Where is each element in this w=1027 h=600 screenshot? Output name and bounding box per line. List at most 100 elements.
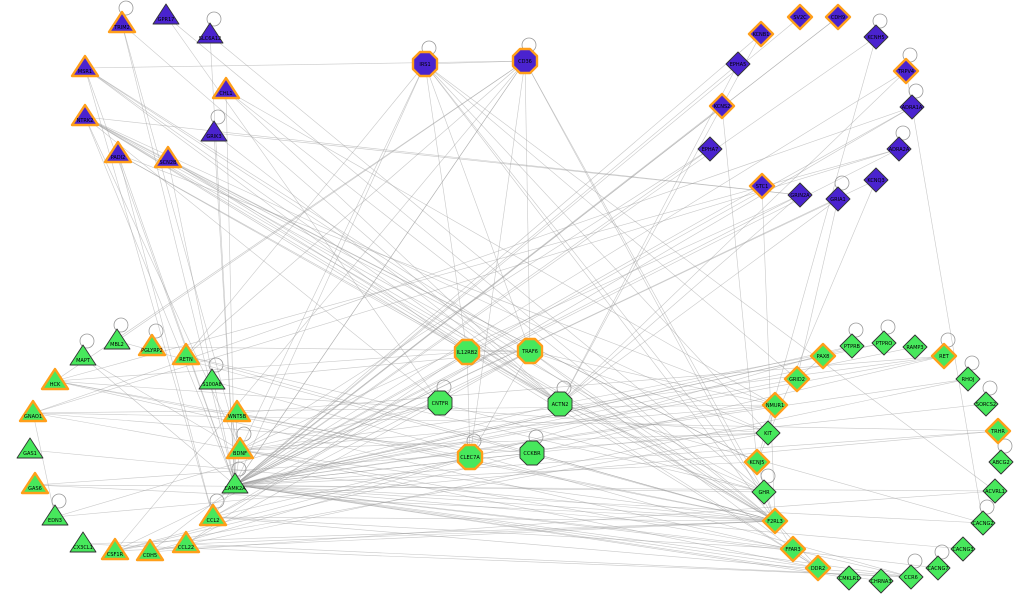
- edge-GAS1-F2RL3[interactable]: [29, 449, 776, 522]
- edge-CD36-CSF1R[interactable]: [114, 60, 526, 552]
- edge-CAMK2A-CACNG2[interactable]: [234, 484, 984, 524]
- edge-TRPV4-ACTN2[interactable]: [559, 70, 907, 405]
- edge-TRPV4-CAMK2A[interactable]: [234, 70, 907, 486]
- edge-CAMK2A-SORCS2[interactable]: [234, 403, 987, 486]
- edge-GAS6-ACVRL1[interactable]: [34, 484, 996, 492]
- edge-BDNF-F2RL3[interactable]: [239, 449, 776, 522]
- node-RAMP3[interactable]: [902, 334, 928, 360]
- edge-CCL2-CCR6[interactable]: [212, 516, 912, 578]
- node-ACVRL1[interactable]: [982, 478, 1008, 504]
- edge-ACTN2-DDR2[interactable]: [559, 403, 819, 569]
- node-MBL2[interactable]: [103, 328, 131, 350]
- edge-CSF1R-KIT[interactable]: [114, 432, 769, 552]
- edge-HCK-F2RL3[interactable]: [54, 380, 776, 522]
- edge-STC1-CAMK2A[interactable]: [234, 185, 763, 486]
- edge-CHL1-F2RL3[interactable]: [225, 89, 776, 522]
- edge-PADI2-ACTN2[interactable]: [117, 153, 561, 405]
- edge-GRIN2A-BDNF[interactable]: [239, 194, 801, 451]
- edge-NTRK2-F2RL3[interactable]: [84, 116, 776, 522]
- node-SV2C[interactable]: [786, 3, 814, 31]
- node-S100A8[interactable]: [198, 368, 226, 390]
- edge-RETN-F2RL3[interactable]: [185, 355, 776, 522]
- node-NMUR1[interactable]: [761, 391, 789, 419]
- node-TRPV4[interactable]: [892, 57, 920, 85]
- edge-CCL22-CCR6[interactable]: [185, 543, 912, 578]
- edge-GPR17-F2RL3[interactable]: [165, 15, 776, 522]
- node-ABCG2[interactable]: [988, 449, 1014, 475]
- edge-PADI2-CCL2[interactable]: [117, 153, 214, 518]
- edge-HCK-KIT[interactable]: [54, 380, 769, 434]
- node-TRHR[interactable]: [984, 417, 1012, 445]
- edge-MSR1-F2RL3[interactable]: [84, 67, 776, 522]
- edge-MSR1-CCL2[interactable]: [84, 67, 214, 518]
- edge-IRS1-F2RL3[interactable]: [424, 63, 776, 522]
- edge-ACTN2-CAMK2A[interactable]: [234, 403, 561, 486]
- edge-CAMK2A-FFAR3[interactable]: [234, 484, 794, 550]
- edge-KCNS2-CAMK2A[interactable]: [234, 105, 723, 486]
- edge-TRIM2-BDNF[interactable]: [121, 23, 241, 451]
- node-CCKBR[interactable]: [519, 440, 545, 466]
- edge-SCN2B-KCNJ5[interactable]: [167, 158, 758, 463]
- node-CACNG3[interactable]: [950, 536, 976, 562]
- edge-BDNF-KIT[interactable]: [239, 432, 769, 451]
- edge-IRS1-BDNF[interactable]: [239, 63, 426, 451]
- edge-TRAF6-NMUR1[interactable]: [529, 350, 776, 406]
- node-KCNB1[interactable]: [747, 20, 775, 48]
- edge-GNAO1-TRHR[interactable]: [32, 412, 999, 432]
- edge-BDNF-RET[interactable]: [239, 355, 945, 451]
- edge-CD36-HCK[interactable]: [54, 60, 526, 382]
- node-ADRA1A[interactable]: [899, 94, 925, 120]
- node-RETN[interactable]: [171, 342, 201, 366]
- edge-NTRK2-KIT[interactable]: [84, 116, 769, 434]
- node-KCNS2[interactable]: [708, 92, 736, 120]
- edge-GRIA1-GRID2[interactable]: [796, 198, 839, 380]
- edge-MAPT-BDNF[interactable]: [82, 356, 241, 451]
- edge-NTRK2-TRAF6[interactable]: [84, 116, 531, 352]
- node-CNTFR[interactable]: [427, 390, 453, 416]
- node-EPHA7[interactable]: [697, 136, 723, 162]
- edge-CAMK2A-CACNG3[interactable]: [234, 484, 964, 550]
- edge-CAMK2A-TRHR[interactable]: [234, 430, 999, 486]
- node-KCNH5[interactable]: [863, 24, 889, 50]
- node-PTPRO[interactable]: [871, 330, 897, 356]
- node-EDN3[interactable]: [41, 504, 69, 526]
- edge-TRAF6-CCL22[interactable]: [185, 350, 531, 545]
- edge-WNT5B-F2RL3[interactable]: [236, 412, 776, 522]
- edge-KCNB1-ACTN2[interactable]: [559, 33, 762, 405]
- edge-CD36-F2RL3[interactable]: [524, 60, 776, 522]
- node-CACNG7[interactable]: [925, 555, 951, 581]
- node-CLEC7A[interactable]: [456, 443, 484, 471]
- edge-CDH9-CDH5[interactable]: [149, 16, 839, 553]
- edge-CD36-MBL2[interactable]: [116, 60, 526, 342]
- edge-IRS1-GHR[interactable]: [424, 63, 765, 493]
- edge-HCK-CCR6[interactable]: [54, 380, 912, 578]
- node-SORCS2[interactable]: [973, 391, 999, 417]
- node-GNAO1[interactable]: [18, 399, 48, 423]
- node-ACTN2[interactable]: [547, 391, 573, 417]
- node-CCL2[interactable]: [198, 503, 228, 527]
- edge-GPR17-CNTFR[interactable]: [165, 15, 441, 404]
- edge-GRIK3-ACTN2[interactable]: [213, 132, 561, 405]
- edge-EDN3-GNAO1[interactable]: [32, 412, 56, 518]
- node-WNT5B[interactable]: [222, 399, 252, 423]
- node-CX3CL1[interactable]: [69, 531, 97, 553]
- edge-NTRK2-CAMK2A[interactable]: [84, 116, 236, 486]
- node-SLC6A12[interactable]: [196, 22, 224, 44]
- edge-SV2C-CAMK2A[interactable]: [234, 16, 801, 486]
- edge-GNAO1-NMUR1[interactable]: [32, 404, 776, 414]
- edge-CLEC7A-HCK[interactable]: [54, 380, 471, 458]
- edge-CNTFR-EDN3[interactable]: [54, 402, 441, 518]
- node-MAPT[interactable]: [69, 344, 97, 366]
- node-EPHA5[interactable]: [725, 51, 751, 77]
- edge-ADRA2A-GNAO1[interactable]: [32, 148, 900, 414]
- node-STC1[interactable]: [748, 172, 776, 200]
- edge-NTRK2-GHR[interactable]: [84, 116, 765, 493]
- edge-CCL22-F2RL3[interactable]: [185, 520, 776, 545]
- node-CACNG2[interactable]: [970, 510, 996, 536]
- edge-IRS1-RETN[interactable]: [185, 63, 426, 357]
- edge-TRIM2-CAMK2A[interactable]: [121, 23, 236, 486]
- edge-CDH5-PTPRB[interactable]: [149, 345, 853, 553]
- edge-ACTN2-CACNG2[interactable]: [559, 403, 984, 524]
- node-KIT[interactable]: [755, 420, 781, 446]
